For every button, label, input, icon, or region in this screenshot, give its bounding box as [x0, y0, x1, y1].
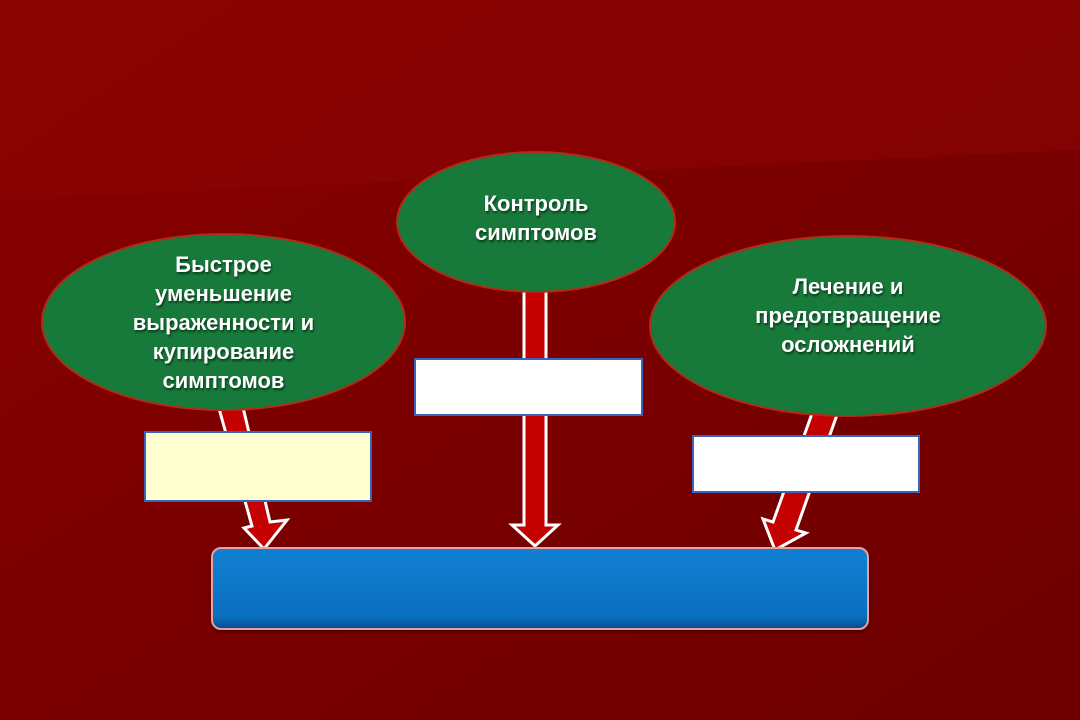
ellipse-line: симптомов [475, 220, 597, 245]
ellipse-line: купирование [152, 338, 295, 364]
ellipse-treatment-prevention-text: Лечение и предотвращение осложнений [755, 272, 941, 359]
ellipse-line: Контроль [483, 191, 589, 216]
ellipse-line: уменьшение [155, 280, 292, 306]
ellipse-rapid-relief: Быстрое уменьшение выраженности и купиро… [41, 233, 406, 411]
arrow-center [508, 289, 562, 549]
ellipse-line: выраженности и [132, 309, 315, 335]
ellipse-line: симптомов [162, 367, 285, 393]
ellipse-line: осложнений [781, 331, 915, 357]
ellipse-treatment-prevention: Лечение и предотвращение осложнений [649, 235, 1047, 417]
ellipse-line: предотвращение [755, 302, 941, 328]
ellipse-rapid-relief-text: Быстрое уменьшение выраженности и купиро… [133, 250, 314, 395]
box-right [692, 435, 920, 493]
ellipse-line: Лечение и [792, 273, 904, 299]
box-left [144, 431, 372, 502]
box-center [414, 358, 643, 416]
ellipse-symptom-control: Контроль симптомов [396, 151, 676, 293]
ellipse-line: Быстрое [175, 251, 272, 277]
ellipse-symptom-control-text: Контроль симптомов [475, 189, 597, 247]
result-bar [211, 547, 869, 630]
